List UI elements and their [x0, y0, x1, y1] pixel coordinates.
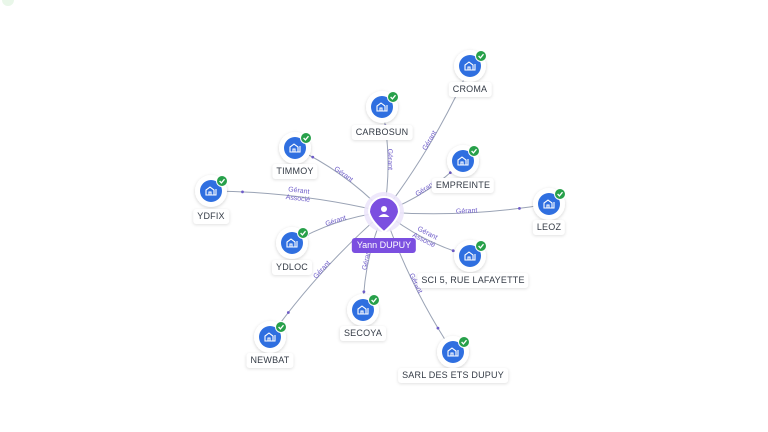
company-label[interactable]: NEWBAT	[246, 353, 294, 368]
company-label[interactable]: YDFIX	[193, 209, 229, 224]
company-node[interactable]	[533, 188, 566, 220]
check-mark	[219, 178, 225, 184]
company-label[interactable]: LEOZ	[532, 220, 566, 235]
check-icon	[468, 145, 480, 157]
edge-role-label: Gérant	[288, 186, 310, 196]
company-label[interactable]: SCI 5, RUE LAFAYETTE	[417, 273, 529, 288]
edge-arrow	[518, 206, 521, 210]
company-label[interactable]: CROMA	[448, 82, 492, 97]
edge-arrow	[286, 311, 290, 314]
check-mark	[278, 324, 284, 330]
check-mark	[390, 94, 396, 100]
building-icon	[284, 137, 306, 159]
edge-arrow	[436, 326, 440, 330]
check-icon	[216, 175, 228, 187]
check-mark	[478, 243, 484, 249]
company-node[interactable]	[347, 294, 380, 326]
company-label[interactable]: CARBOSUN	[351, 125, 413, 140]
edge-arrow	[451, 249, 455, 253]
check-mark	[478, 53, 484, 59]
company-node[interactable]	[447, 145, 480, 177]
person-icon-body	[378, 214, 390, 217]
building-icon	[281, 232, 303, 254]
building-icon	[442, 341, 464, 363]
edge-role-label: Gérant	[325, 215, 348, 228]
check-mark	[303, 135, 309, 141]
check-icon	[300, 132, 312, 144]
company-node[interactable]	[276, 227, 309, 259]
edge-line	[210, 190, 385, 213]
building-glyph	[457, 156, 469, 166]
person-node[interactable]	[364, 192, 404, 234]
edge-role-label: Gérant	[333, 166, 355, 184]
building-glyph	[376, 102, 388, 112]
person-label[interactable]: Yann DUPUY	[351, 238, 417, 253]
building-glyph	[357, 305, 369, 315]
check-mark	[557, 191, 563, 197]
edge-role-label: Gérant	[361, 248, 372, 270]
company-label[interactable]: SECOYA	[339, 326, 387, 341]
check-mark	[300, 230, 306, 236]
company-node[interactable]	[254, 321, 287, 353]
building-icon	[259, 326, 281, 348]
company-node[interactable]	[366, 91, 399, 123]
building-icon	[452, 150, 474, 172]
check-mark	[471, 148, 477, 154]
building-glyph	[289, 143, 301, 153]
company-label[interactable]: EMPREINTE	[431, 178, 495, 193]
check-icon	[475, 50, 487, 62]
edge-arrow	[311, 155, 315, 159]
edge-arrow	[241, 190, 244, 194]
check-icon	[475, 240, 487, 252]
check-mark	[371, 297, 377, 303]
edge-line	[269, 211, 385, 338]
edge-role-label: Gérant	[456, 207, 478, 215]
nodes	[195, 50, 566, 368]
edge-role-label: Gérant	[312, 260, 332, 281]
person-icon	[381, 206, 387, 212]
building-glyph	[205, 186, 217, 196]
check-icon	[387, 91, 399, 103]
company-label[interactable]: SARL DES ETS DUPUY	[398, 368, 508, 383]
check-icon	[275, 321, 287, 333]
company-node[interactable]	[279, 132, 312, 164]
building-glyph	[464, 61, 476, 71]
building-icon	[459, 245, 481, 267]
company-node[interactable]	[454, 240, 487, 272]
edge-arrow	[362, 290, 366, 294]
building-glyph	[464, 251, 476, 261]
edge-role-label: Associé	[285, 194, 310, 204]
building-icon	[352, 299, 374, 321]
edge-role-label: Gérant	[422, 130, 439, 152]
check-icon	[458, 336, 470, 348]
edge-arrow	[448, 171, 452, 175]
building-icon	[371, 96, 393, 118]
check-icon	[554, 188, 566, 200]
edge-role-label: Gérant	[386, 149, 393, 171]
check-icon	[297, 227, 309, 239]
corner-marker	[2, 0, 14, 6]
check-icon	[368, 294, 380, 306]
company-node[interactable]	[454, 50, 487, 82]
company-label[interactable]: YDLOC	[271, 260, 313, 275]
building-icon	[459, 55, 481, 77]
check-mark	[461, 339, 467, 345]
company-label[interactable]: TIMMOY	[272, 164, 318, 179]
building-glyph	[264, 332, 276, 342]
building-icon	[538, 193, 560, 215]
company-node[interactable]	[437, 336, 470, 368]
building-glyph	[447, 347, 459, 357]
building-icon	[200, 180, 222, 202]
building-glyph	[543, 199, 555, 209]
company-node[interactable]	[195, 175, 228, 207]
building-glyph	[286, 238, 298, 248]
